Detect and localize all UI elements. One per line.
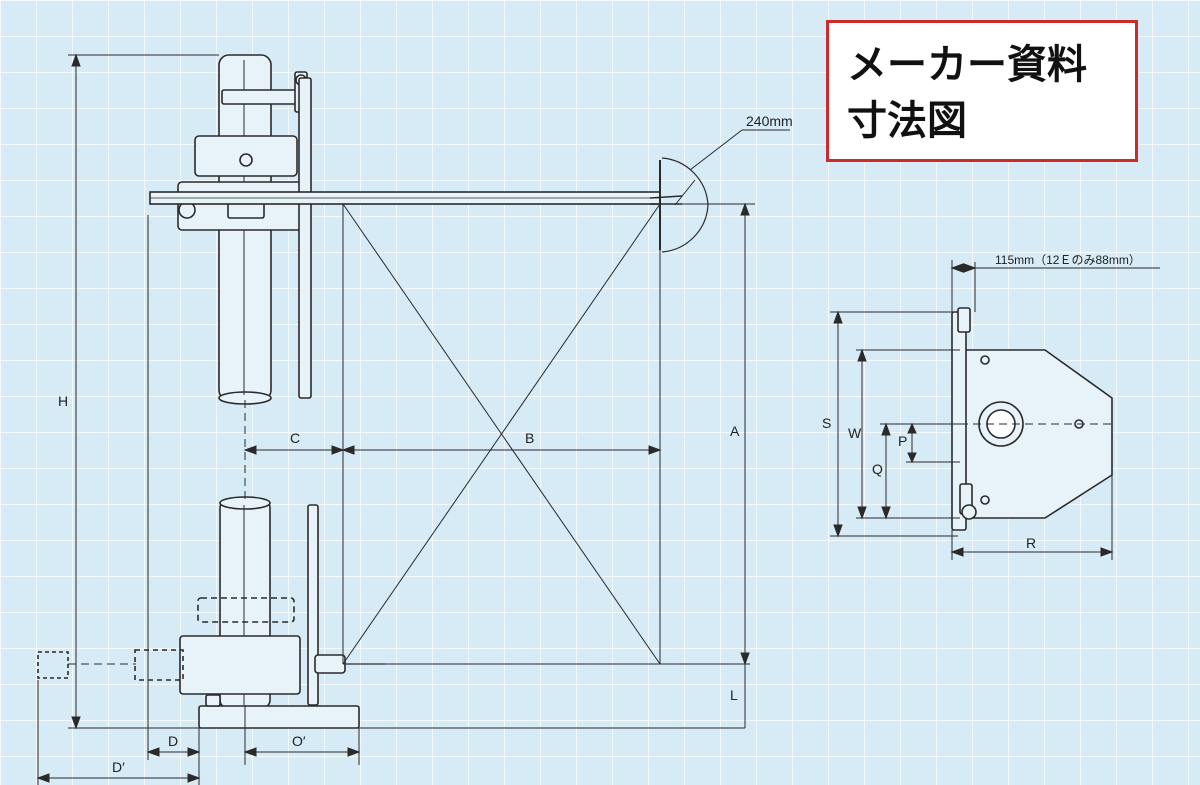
dimension-lines — [36, 53, 790, 785]
cutting-range-lines — [342, 203, 750, 665]
manufacturer-callout: メーカー資料 寸法図 — [826, 20, 1138, 162]
feed-rack — [298, 77, 312, 399]
label-P: P — [898, 433, 907, 449]
label-Q: Q — [872, 461, 883, 477]
dimension-labels: 240mm 115mm（12Ｅのみ88mm） H A B C L D D′ O′… — [58, 113, 1141, 775]
side-view — [951, 307, 1113, 531]
label-offset: 115mm（12Ｅのみ88mm） — [995, 253, 1141, 267]
label-A: A — [730, 423, 740, 439]
label-blade-diameter: 240mm — [746, 113, 793, 129]
label-L: L — [730, 687, 738, 703]
base-plate — [198, 705, 360, 729]
label-D: D — [168, 733, 178, 749]
label-R: R — [1026, 535, 1036, 551]
callout-line-1: メーカー資料 — [847, 42, 1087, 88]
top-clamp — [221, 89, 303, 105]
blade-arc — [661, 157, 709, 253]
label-H: H — [58, 393, 68, 409]
label-W: W — [848, 425, 862, 441]
label-D-prime: D′ — [112, 759, 125, 775]
side-dimensions — [830, 260, 1160, 560]
label-C: C — [290, 430, 300, 446]
core-drill-stand — [37, 54, 709, 729]
label-S: S — [822, 415, 831, 431]
label-O-prime: O′ — [292, 733, 306, 749]
callout-line-2: 寸法図 — [847, 98, 967, 144]
label-B: B — [525, 430, 534, 446]
center-lines — [68, 400, 246, 665]
